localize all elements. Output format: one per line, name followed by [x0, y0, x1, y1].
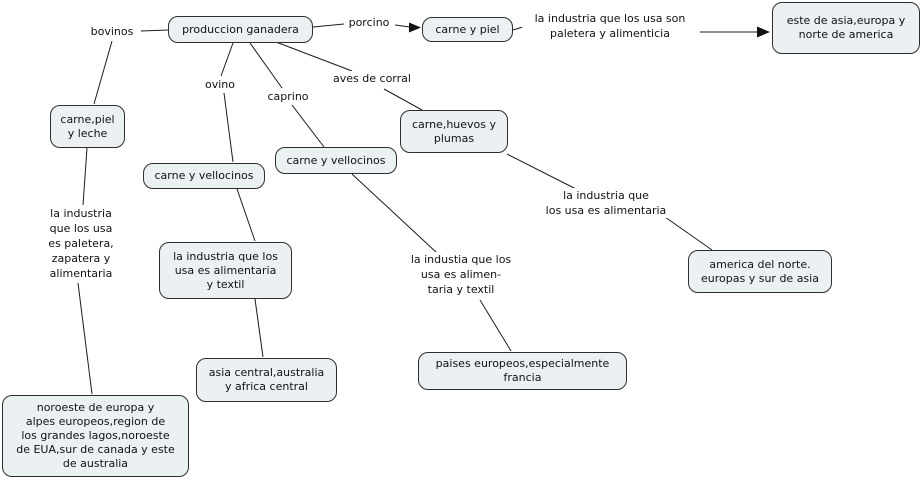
connector-label-to-america — [664, 216, 713, 251]
connector-label-to-noroeste — [77, 282, 93, 395]
connector-produccion-to-bovinos — [140, 29, 169, 32]
connector-vellocinos2-to-label — [351, 173, 438, 254]
edge-label-industria-alimentaria[interactable]: la industria que los usa es alimentaria — [534, 188, 678, 218]
edge-label-industria-paletera-zapatera[interactable]: la industria que los usa es paletera, za… — [41, 206, 121, 281]
connector-industria-textil-to-asia-central — [254, 298, 264, 358]
connector-produccion-to-caprino — [249, 42, 283, 89]
edge-label-caprino[interactable]: caprino — [261, 89, 315, 104]
connector-huevos-to-label — [506, 153, 577, 190]
edge-label-industia-alimen[interactable]: la industia que los usa es alimen- taria… — [399, 252, 523, 297]
node-este-de-asia[interactable]: este de asia,europa y norte de america — [772, 2, 920, 54]
connector-vellocinos1-to-industria-textil — [236, 188, 256, 242]
node-carne-y-vellocinos-1[interactable]: carne y vellocinos — [143, 163, 265, 189]
connector-caprino-to-vellocinos-2 — [291, 104, 325, 148]
node-carne-y-piel[interactable]: carne y piel — [422, 17, 513, 42]
connector-label-to-paises — [479, 299, 512, 352]
edge-label-porcino[interactable]: porcino — [344, 15, 394, 30]
arrowhead-porcino-icon — [409, 22, 421, 33]
node-produccion-ganadera[interactable]: produccion ganadera — [168, 16, 313, 43]
node-industria-alimentaria-textil[interactable]: la industria que los usa es alimentaria … — [159, 242, 292, 299]
node-asia-central[interactable]: asia central,australia y africa central — [196, 358, 337, 402]
connector-produccion-to-ovino — [220, 42, 234, 77]
node-paises-europeos[interactable]: paises europeos,especialmente francia — [418, 352, 627, 390]
edge-label-bovinos[interactable]: bovinos — [84, 24, 140, 39]
edge-label-industria-son-paletera[interactable]: la industria que los usa son paletera y … — [522, 11, 698, 41]
connector-carne-piel-leche-to-label — [82, 147, 88, 206]
arrowhead-este-de-asia-icon — [757, 26, 770, 38]
edge-label-aves-de-corral[interactable]: aves de corral — [325, 71, 419, 86]
node-carne-huevos-y-plumas[interactable]: carne,huevos y plumas — [400, 110, 508, 153]
edge-label-ovino[interactable]: ovino — [200, 77, 240, 92]
connector-ovino-to-vellocinos-1 — [223, 92, 234, 163]
connector-aves-to-huevos-plumas — [383, 88, 423, 111]
connector-bovinos-to-carne-piel-leche — [93, 40, 113, 105]
node-carne-piel-y-leche[interactable]: carne,piel y leche — [50, 105, 125, 148]
connector-produccion-to-porcino — [312, 23, 345, 28]
node-carne-y-vellocinos-2[interactable]: carne y vellocinos — [275, 147, 397, 174]
connector-produccion-to-aves — [275, 41, 353, 72]
node-america-del-norte[interactable]: america del norte. europas y sur de asia — [688, 250, 832, 293]
node-noroeste-de-europa[interactable]: noroeste de europa y alpes europeos,regi… — [2, 395, 189, 477]
connector-porcino-to-carne-piel — [394, 24, 411, 28]
